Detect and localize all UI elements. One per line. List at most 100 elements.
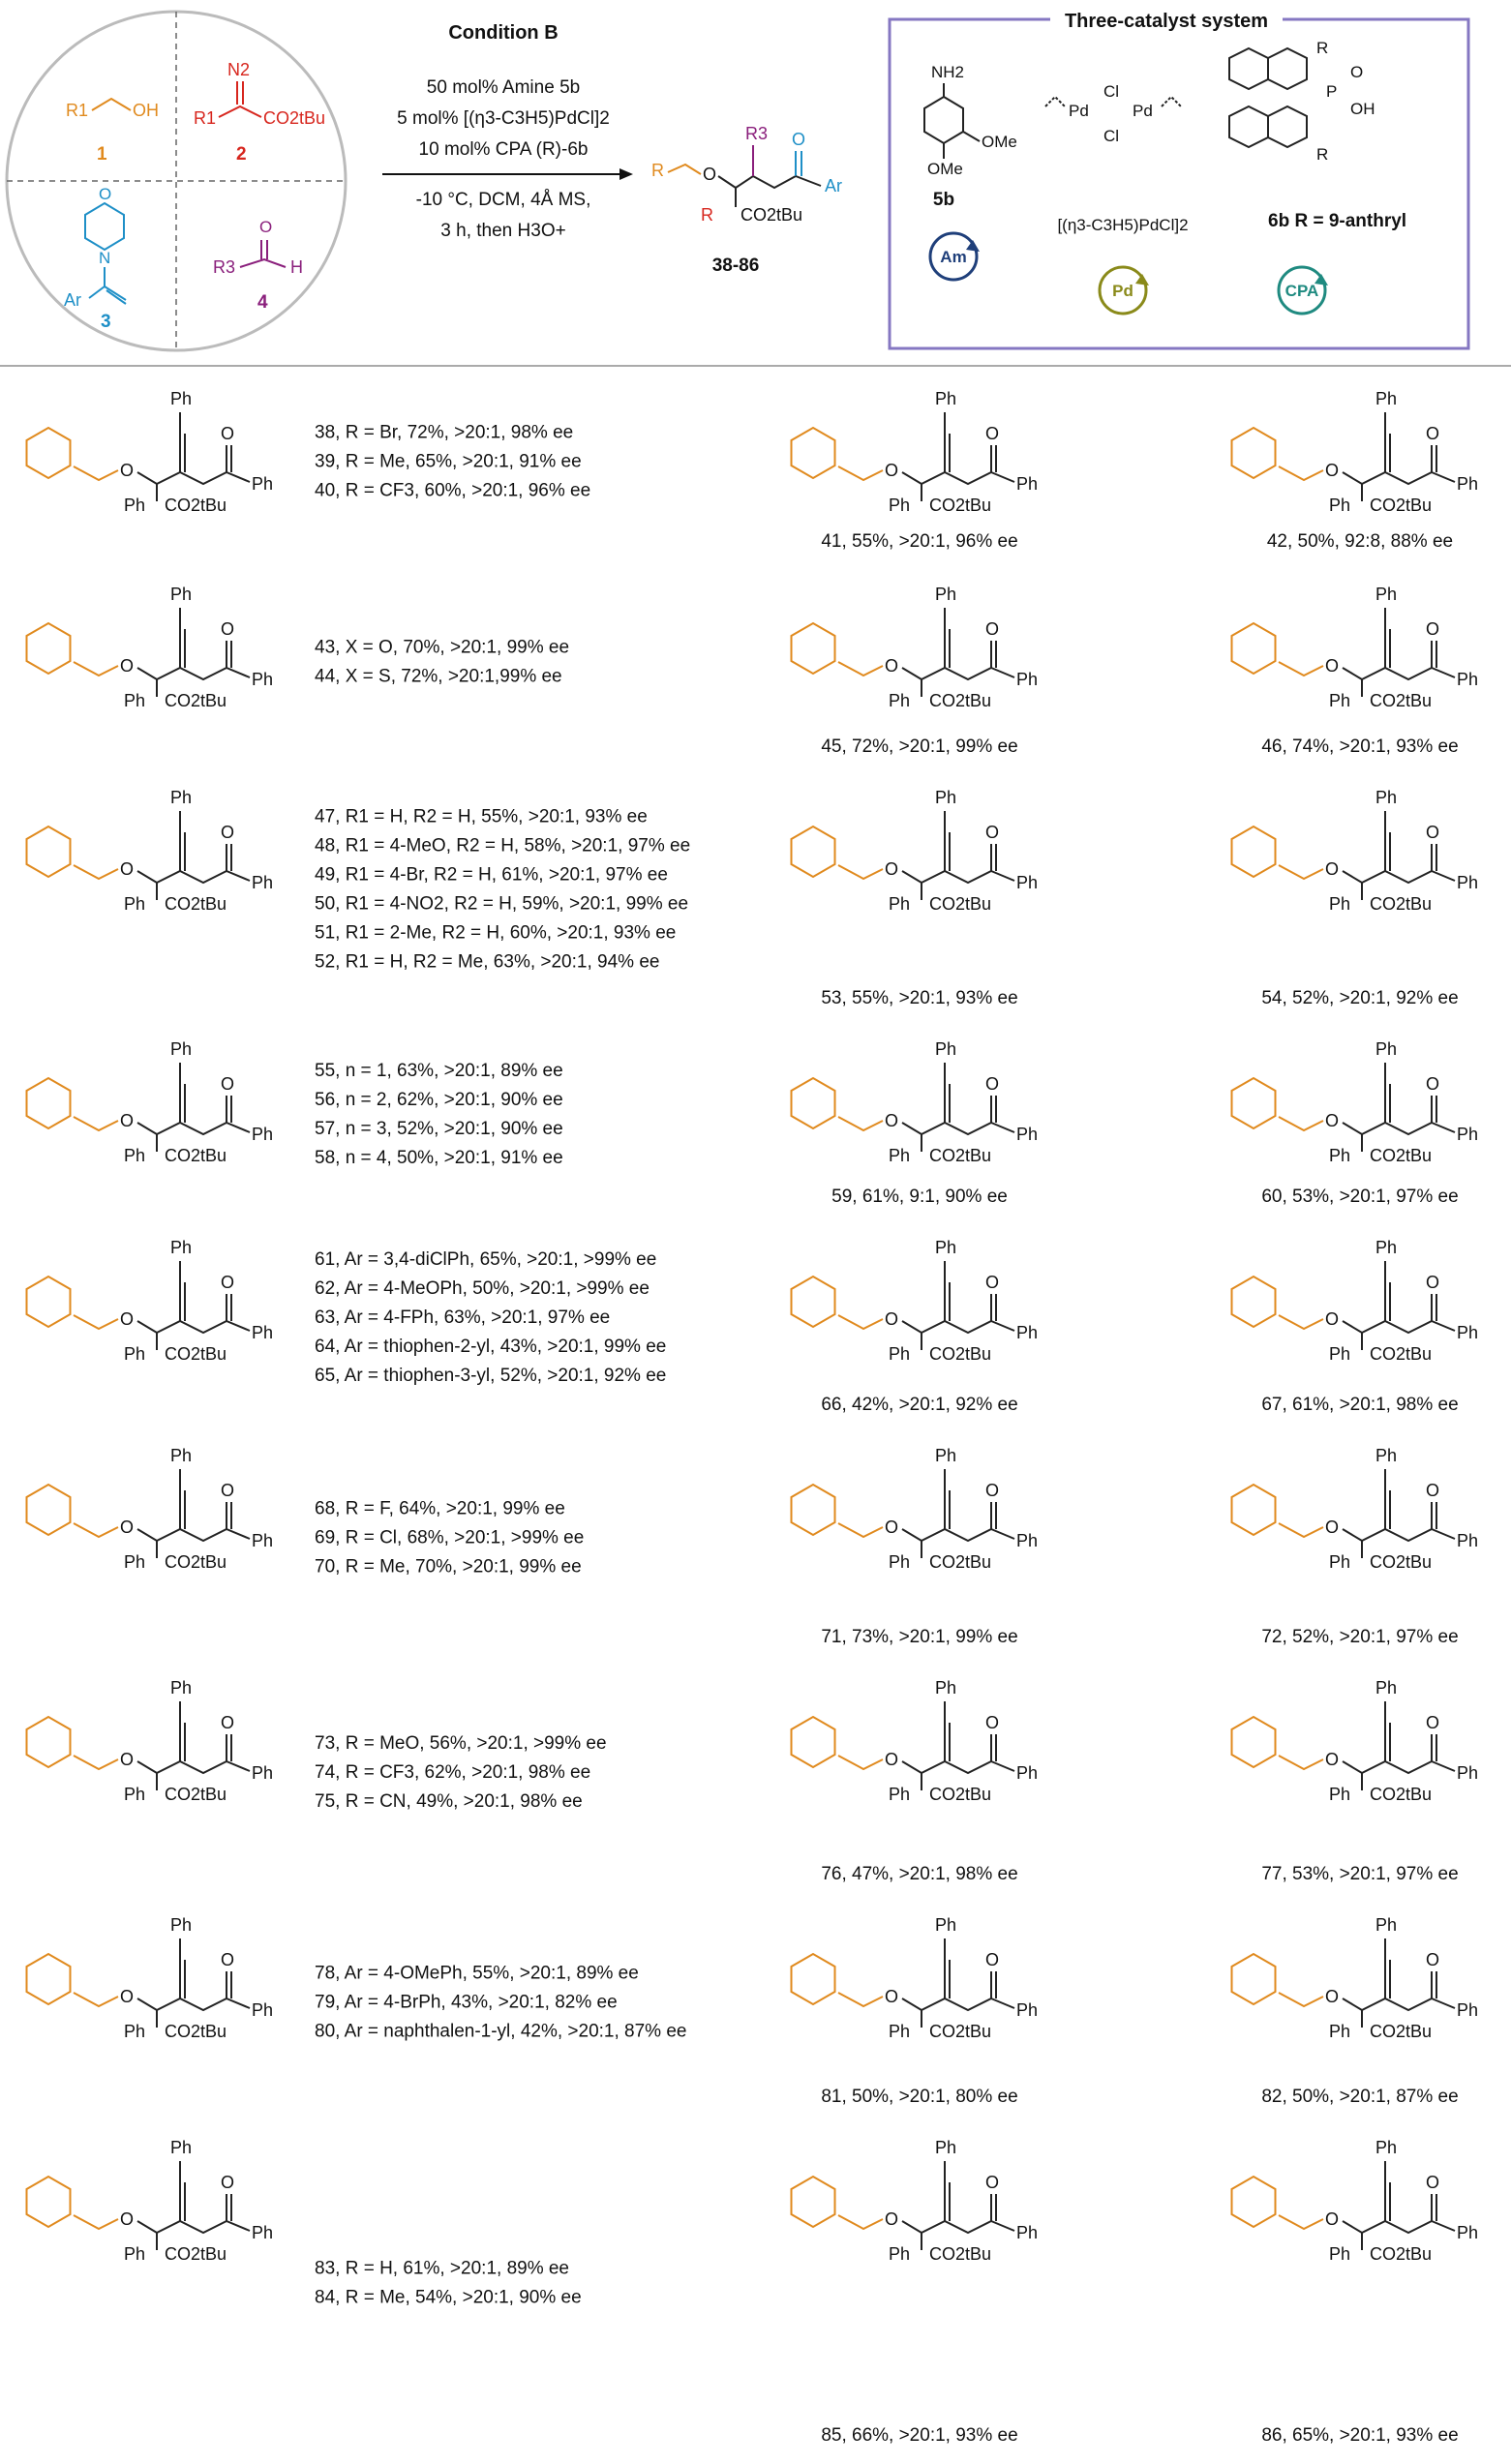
- quaternary-phenyl-label: Ph: [1329, 1785, 1350, 1804]
- compound-caption-line: 48, R1 = 4-MeO, R2 = H, 58%, >20:1, 97% …: [315, 836, 690, 856]
- compound-caption: 41, 55%, >20:1, 96% ee: [821, 531, 1017, 552]
- quaternary-phenyl-label: Ph: [889, 1344, 910, 1364]
- compound-caption-line: 79, Ar = 4-BrPh, 43%, >20:1, 82% ee: [315, 1993, 618, 2013]
- compound-caption: 72, 52%, >20:1, 97% ee: [1261, 1627, 1458, 1647]
- ketone-phenyl-label: Ph: [1016, 873, 1038, 892]
- compound-caption-line: 47, R1 = H, R2 = H, 55%, >20:1, 93% ee: [315, 807, 648, 827]
- ketone-phenyl-label: Ph: [1457, 2223, 1478, 2242]
- ketone-phenyl-label: Ph: [1016, 670, 1038, 689]
- ketone-phenyl-label: Ph: [1016, 1125, 1038, 1144]
- reagent-2-diazo: N2 R1 CO2tBu 2: [194, 60, 325, 165]
- ketone-phenyl-label: Ph: [252, 2223, 273, 2242]
- ketone-phenyl-label: Ph: [252, 873, 273, 892]
- quaternary-phenyl-label: Ph: [889, 2022, 910, 2041]
- ester-label: CO2tBu: [929, 496, 991, 515]
- compound-caption-line: 63, Ar = 4-FPh, 63%, >20:1, 97% ee: [315, 1307, 610, 1328]
- ketone-phenyl-label: Ph: [252, 2000, 273, 2020]
- alkyne-phenyl-label: Ph: [170, 1446, 192, 1465]
- alkyne-phenyl-label: Ph: [170, 585, 192, 604]
- quaternary-phenyl-label: Ph: [889, 496, 910, 515]
- h-label: H: [290, 257, 303, 277]
- cl-label-1: Cl: [1103, 82, 1119, 101]
- three-catalyst-box: Three-catalyst system NH2 OMe OMe 5b Am …: [888, 8, 1470, 350]
- reagent-number-2: 2: [236, 144, 247, 165]
- quaternary-phenyl-label: Ph: [1329, 894, 1350, 914]
- ether-oxygen: O: [120, 656, 134, 676]
- reagent-number-3: 3: [101, 312, 111, 332]
- quaternary-phenyl-label: Ph: [1329, 1552, 1350, 1572]
- reagent-1-alcohol: R1 OH 1: [66, 97, 159, 165]
- ester-label: CO2tBu: [929, 2022, 991, 2041]
- ether-oxygen: O: [885, 1517, 898, 1537]
- ketone-oxygen: O: [221, 1273, 234, 1292]
- reaction-conditions: Condition B 50 mol% Amine 5b 5 mol% [(η3…: [382, 22, 633, 241]
- ester-label: CO2tBu: [165, 2022, 227, 2041]
- ester-label: CO2tBu: [165, 1146, 227, 1165]
- condition-line-4: -10 °C, DCM, 4Å MS,: [416, 190, 591, 210]
- compound-caption-line: 44, X = S, 72%, >20:1,99% ee: [315, 667, 562, 687]
- alkyne-phenyl-label: Ph: [1375, 2138, 1397, 2157]
- ether-oxygen: O: [120, 1750, 134, 1769]
- compound-caption-line: 84, R = Me, 54%, >20:1, 90% ee: [315, 2288, 582, 2308]
- alkyne-phenyl-label: Ph: [935, 1238, 956, 1257]
- compound-caption-line: 65, Ar = thiophen-3-yl, 52%, >20:1, 92% …: [315, 1366, 666, 1386]
- quaternary-phenyl-label: Ph: [889, 2244, 910, 2264]
- alkyne-phenyl-label: Ph: [935, 389, 956, 408]
- general-product: R O R3 O Ar R CO2tBu 38-86: [651, 124, 842, 276]
- ester-label: CO2tBu: [929, 691, 991, 710]
- ether-oxygen: O: [120, 1987, 134, 2006]
- alkyne-phenyl-label: Ph: [1375, 1238, 1397, 1257]
- compound-caption: 60, 53%, >20:1, 97% ee: [1261, 1187, 1458, 1207]
- ester-label: CO2tBu: [1370, 1552, 1432, 1572]
- alkyne-phenyl-label: Ph: [170, 1915, 192, 1935]
- compound-caption-line: 69, R = Cl, 68%, >20:1, >99% ee: [315, 1528, 584, 1548]
- compound-caption-line: 55, n = 1, 63%, >20:1, 89% ee: [315, 1061, 563, 1081]
- reagent-circle: R1 OH 1 N2 R1 CO2tBu 2 O N Ar 3: [5, 10, 348, 352]
- quaternary-phenyl-label: Ph: [1329, 2244, 1350, 2264]
- catalyst-5b-label: 5b: [933, 190, 954, 210]
- quaternary-phenyl-label: Ph: [1329, 496, 1350, 515]
- alkyne-phenyl-label: Ph: [170, 788, 192, 807]
- alkyne-phenyl-label: Ph: [1375, 1446, 1397, 1465]
- ester-label: CO2tBu: [929, 894, 991, 914]
- ester-label: CO2tBu: [1370, 1146, 1432, 1165]
- r1-label-2: R1: [194, 108, 216, 128]
- ketone-phenyl-label: Ph: [1016, 1323, 1038, 1342]
- compound-caption: 82, 50%, >20:1, 87% ee: [1261, 2087, 1458, 2107]
- ester-label: CO2tBu: [1370, 894, 1432, 914]
- ketone-phenyl-label: Ph: [1016, 474, 1038, 494]
- pd-caption: [(η3-C3H5)PdCl]2: [1057, 216, 1188, 234]
- ether-oxygen: O: [1325, 859, 1339, 879]
- ester-label: CO2tBu: [165, 691, 227, 710]
- ketone-phenyl-label: Ph: [1016, 1763, 1038, 1783]
- svg-text:OH: OH: [1350, 100, 1375, 118]
- compound-caption-line: 43, X = O, 70%, >20:1, 99% ee: [315, 638, 569, 658]
- cl-label-2: Cl: [1103, 127, 1119, 145]
- r1-label: R1: [66, 101, 88, 120]
- ketone-oxygen: O: [985, 1481, 999, 1500]
- ether-oxygen: O: [1325, 1111, 1339, 1130]
- quaternary-phenyl-label: Ph: [889, 1785, 910, 1804]
- ether-oxygen: O: [1325, 1987, 1339, 2006]
- ether-oxygen: O: [1325, 1309, 1339, 1329]
- ketone-phenyl-label: Ph: [252, 1763, 273, 1783]
- compound-caption: 81, 50%, >20:1, 80% ee: [821, 2087, 1017, 2107]
- ketone-oxygen: O: [221, 1074, 234, 1094]
- compound-caption-line: 73, R = MeO, 56%, >20:1, >99% ee: [315, 1733, 607, 1754]
- quaternary-phenyl-label: Ph: [124, 894, 145, 914]
- ketone-oxygen: O: [1426, 823, 1439, 842]
- am-cycle-icon: Am: [940, 248, 966, 266]
- condition-line-3: 10 mol% CPA (R)-6b: [419, 139, 589, 160]
- compound-caption: 54, 52%, >20:1, 92% ee: [1261, 988, 1458, 1008]
- ketone-oxygen: O: [985, 619, 999, 639]
